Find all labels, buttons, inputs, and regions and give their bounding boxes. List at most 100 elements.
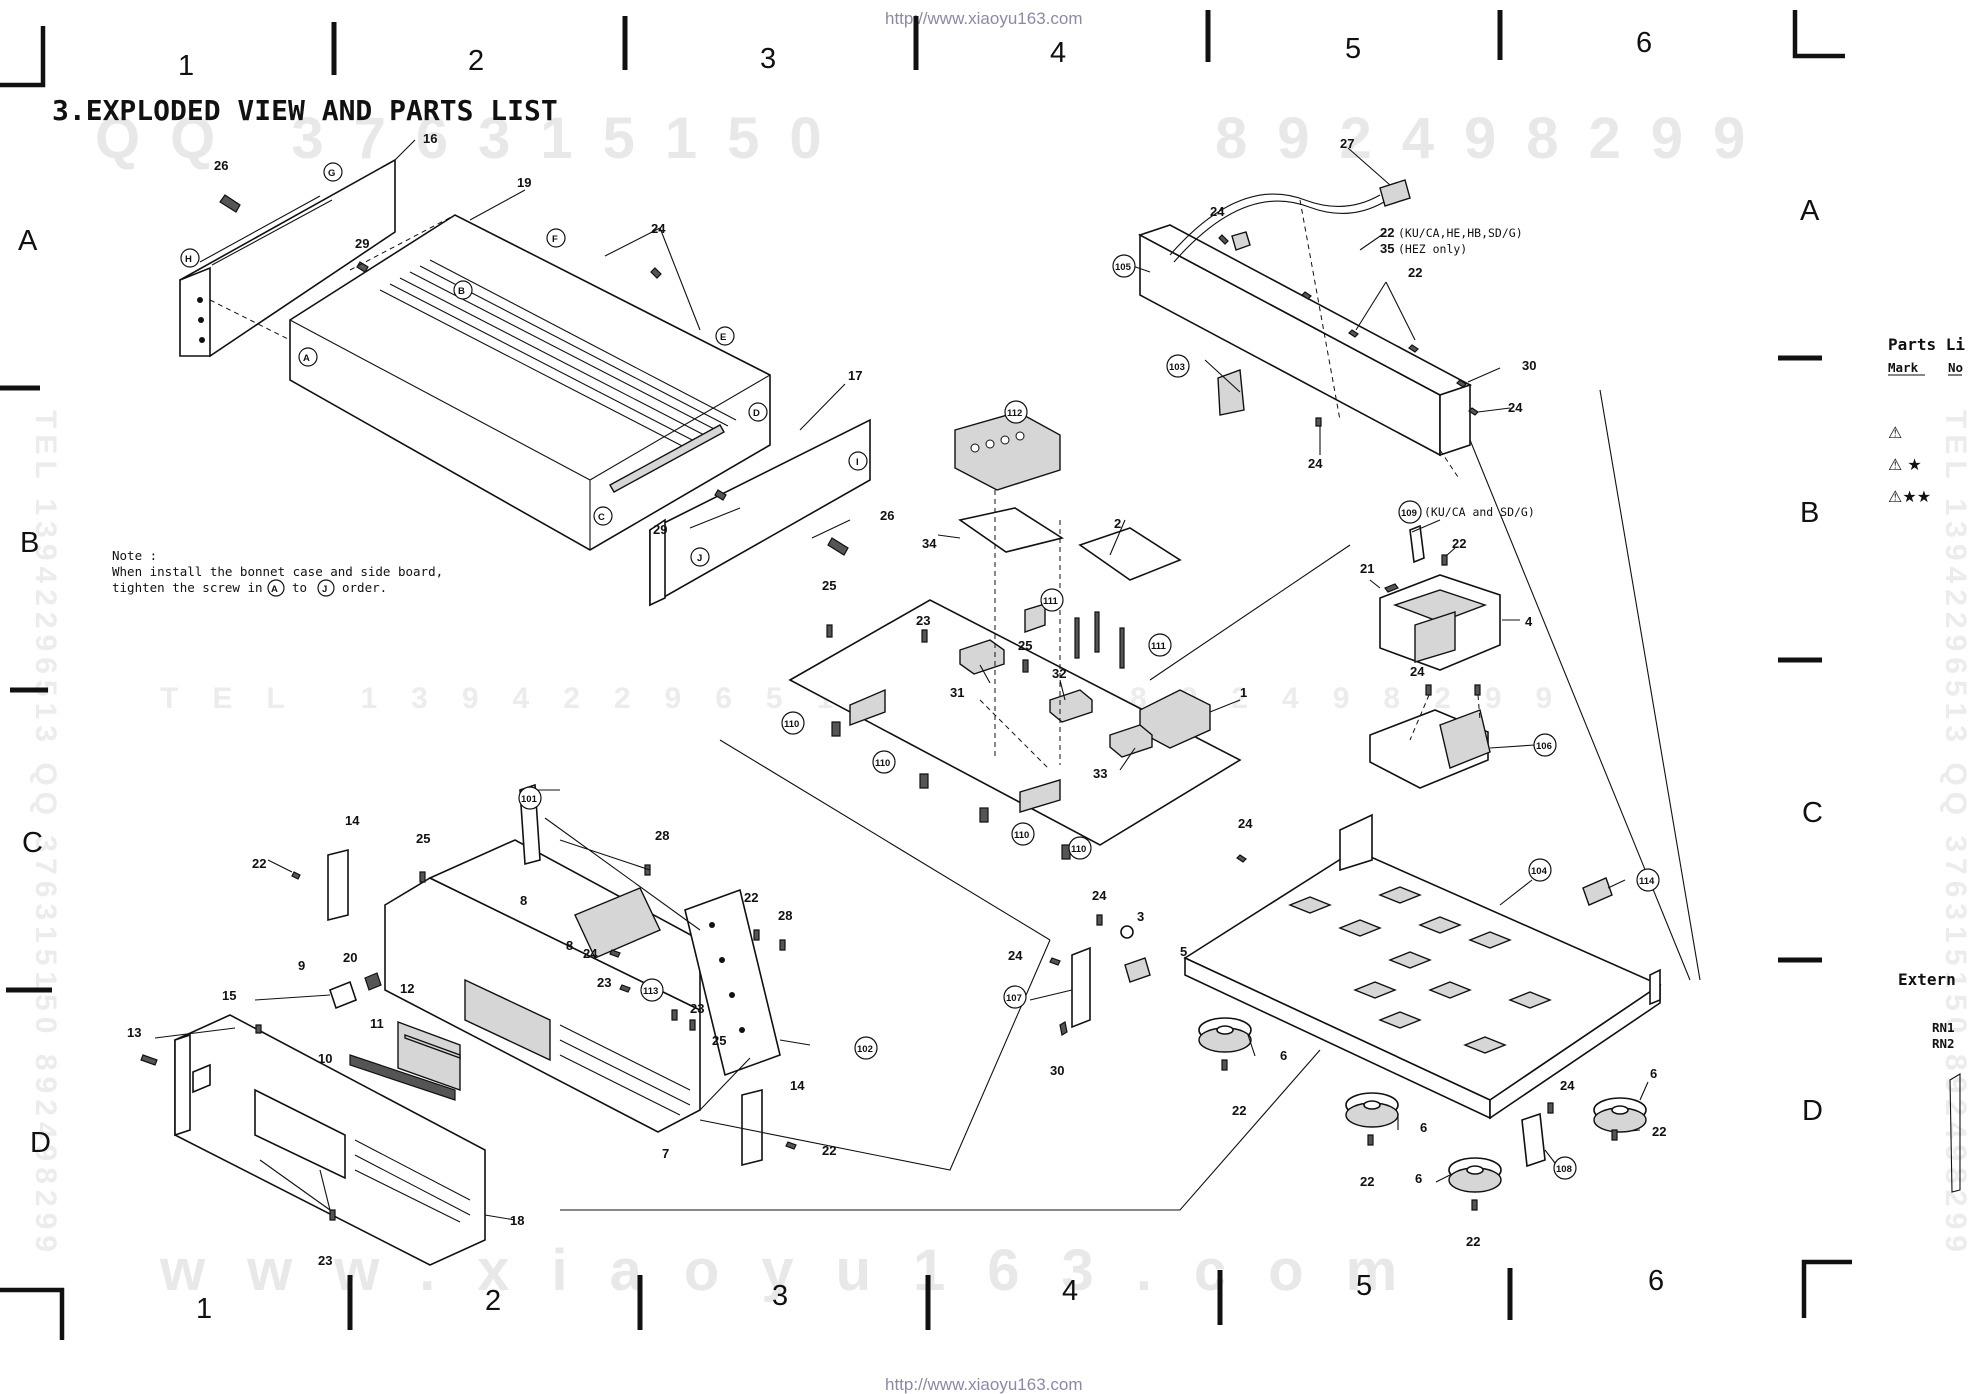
display-window bbox=[464, 978, 551, 1062]
safety-mark-1: ⚠ bbox=[1888, 423, 1902, 442]
power-plug bbox=[1379, 179, 1411, 207]
column-label: 5 bbox=[1345, 33, 1361, 65]
screw-order-letter: I bbox=[856, 457, 859, 468]
chassis-boss bbox=[1388, 951, 1432, 969]
chassis-boss bbox=[1468, 931, 1512, 949]
row-label: A bbox=[18, 225, 38, 257]
screw-hole bbox=[199, 337, 205, 343]
screw-order-letter: G bbox=[328, 168, 335, 179]
callout-circle bbox=[1148, 633, 1172, 657]
screw-order-letter: B bbox=[458, 286, 465, 297]
screw-22 bbox=[1441, 554, 1448, 566]
part-label: 14 bbox=[790, 1078, 805, 1093]
note-heading: Note : bbox=[112, 548, 157, 563]
part-label: 13 bbox=[127, 1025, 141, 1040]
filter-11 bbox=[404, 1034, 461, 1059]
callout-circle bbox=[640, 978, 664, 1002]
strip-10 bbox=[349, 1054, 456, 1101]
bracket-14 bbox=[327, 848, 349, 922]
part-label: 6 bbox=[1415, 1171, 1422, 1186]
bracket-109 bbox=[1409, 524, 1425, 564]
watermark-phone: 892498299 bbox=[1215, 106, 1775, 171]
part-label: 6 bbox=[1420, 1120, 1427, 1135]
frame-marks bbox=[0, 10, 1852, 1340]
cover-hole bbox=[1000, 435, 1010, 445]
callout-110: 110 bbox=[1071, 844, 1086, 855]
part-label: 22 bbox=[252, 856, 266, 871]
part-label: 30 bbox=[1050, 1063, 1064, 1078]
note-line-2-end: order. bbox=[342, 580, 387, 595]
callout-111: 111 bbox=[1151, 641, 1167, 652]
cord-bushing bbox=[1231, 231, 1251, 251]
chassis-side-lip bbox=[1489, 983, 1661, 1120]
note-start-letter: A bbox=[271, 584, 278, 595]
rn1-label: RN1 bbox=[1932, 1020, 1955, 1035]
dashed-guide bbox=[1409, 694, 1481, 741]
rn2-label: RN2 bbox=[1932, 1036, 1955, 1051]
part-label: 17 bbox=[848, 368, 862, 383]
note-109: (KU/CA and SD/G) bbox=[1424, 505, 1535, 519]
part-label: 1 bbox=[1240, 685, 1247, 700]
column-label: 3 bbox=[772, 1280, 788, 1312]
safety-mark-3: ⚠★★ bbox=[1888, 487, 1931, 506]
part-label: 29 bbox=[355, 236, 369, 251]
main-pcb-assembly bbox=[788, 411, 1242, 860]
screw-29 bbox=[356, 261, 369, 273]
part-label: 22 bbox=[1360, 1174, 1374, 1189]
letter-circle bbox=[690, 547, 710, 567]
screw-22 bbox=[785, 1141, 797, 1150]
part-label: 25 bbox=[712, 1033, 726, 1048]
row-label: B bbox=[1800, 497, 1819, 529]
part-label: 22 bbox=[822, 1143, 836, 1158]
bonnet-edge bbox=[289, 319, 771, 550]
screw-22 bbox=[291, 871, 301, 880]
screw-order-letter: C bbox=[598, 512, 605, 523]
callout-circle bbox=[1112, 254, 1136, 278]
screw-25 bbox=[689, 1019, 696, 1031]
screw-22 bbox=[1301, 291, 1312, 300]
row-label: C bbox=[1802, 797, 1823, 829]
transformer-core bbox=[1392, 589, 1488, 623]
screw-order-letter: J bbox=[697, 553, 702, 564]
parts-list-title: Parts Li bbox=[1888, 335, 1965, 354]
screw-22 bbox=[753, 929, 760, 941]
pcb-hole bbox=[739, 1027, 745, 1033]
bonnet-vent-slots bbox=[379, 259, 737, 451]
callout-103: 103 bbox=[1169, 362, 1185, 373]
insulator-sheet-34 bbox=[958, 507, 1064, 553]
screw-25 bbox=[1022, 659, 1029, 673]
front-panel-edge bbox=[174, 1033, 191, 1137]
part-label: 7 bbox=[662, 1146, 669, 1161]
main-pcb bbox=[788, 599, 1242, 846]
pcb-hole bbox=[729, 992, 735, 998]
pcb-hole bbox=[709, 922, 715, 928]
callout-circle bbox=[1040, 588, 1064, 612]
callout-110: 110 bbox=[875, 758, 890, 769]
rear-panel-edge bbox=[1439, 383, 1471, 457]
row-label: A bbox=[1800, 195, 1820, 227]
screw-30 bbox=[1059, 1021, 1068, 1036]
screw-22 bbox=[1367, 1134, 1374, 1146]
screw-29 bbox=[714, 489, 727, 501]
part-label: 24 bbox=[1238, 816, 1253, 831]
screw-order-letter: D bbox=[753, 408, 760, 419]
parts-list-no-column: No bbox=[1948, 360, 1963, 375]
cover-hole bbox=[970, 443, 980, 453]
callout-104: 104 bbox=[1531, 866, 1548, 877]
column-label: 2 bbox=[468, 45, 484, 77]
column-label: 3 bbox=[760, 43, 776, 75]
column-label: 6 bbox=[1636, 27, 1652, 59]
pcb-hole bbox=[719, 957, 725, 963]
screw-24 bbox=[609, 949, 621, 958]
bracket-14 bbox=[741, 1088, 763, 1167]
spacer-110 bbox=[979, 807, 989, 823]
ic-31 bbox=[959, 639, 1005, 675]
part-label: 19 bbox=[517, 175, 531, 190]
part-label: 9 bbox=[298, 958, 305, 973]
screw-28 bbox=[644, 864, 651, 876]
part-label: 34 bbox=[922, 536, 937, 551]
part-label: 23 bbox=[597, 975, 611, 990]
part-label: 20 bbox=[343, 950, 357, 965]
dashed-guide bbox=[979, 490, 1061, 771]
